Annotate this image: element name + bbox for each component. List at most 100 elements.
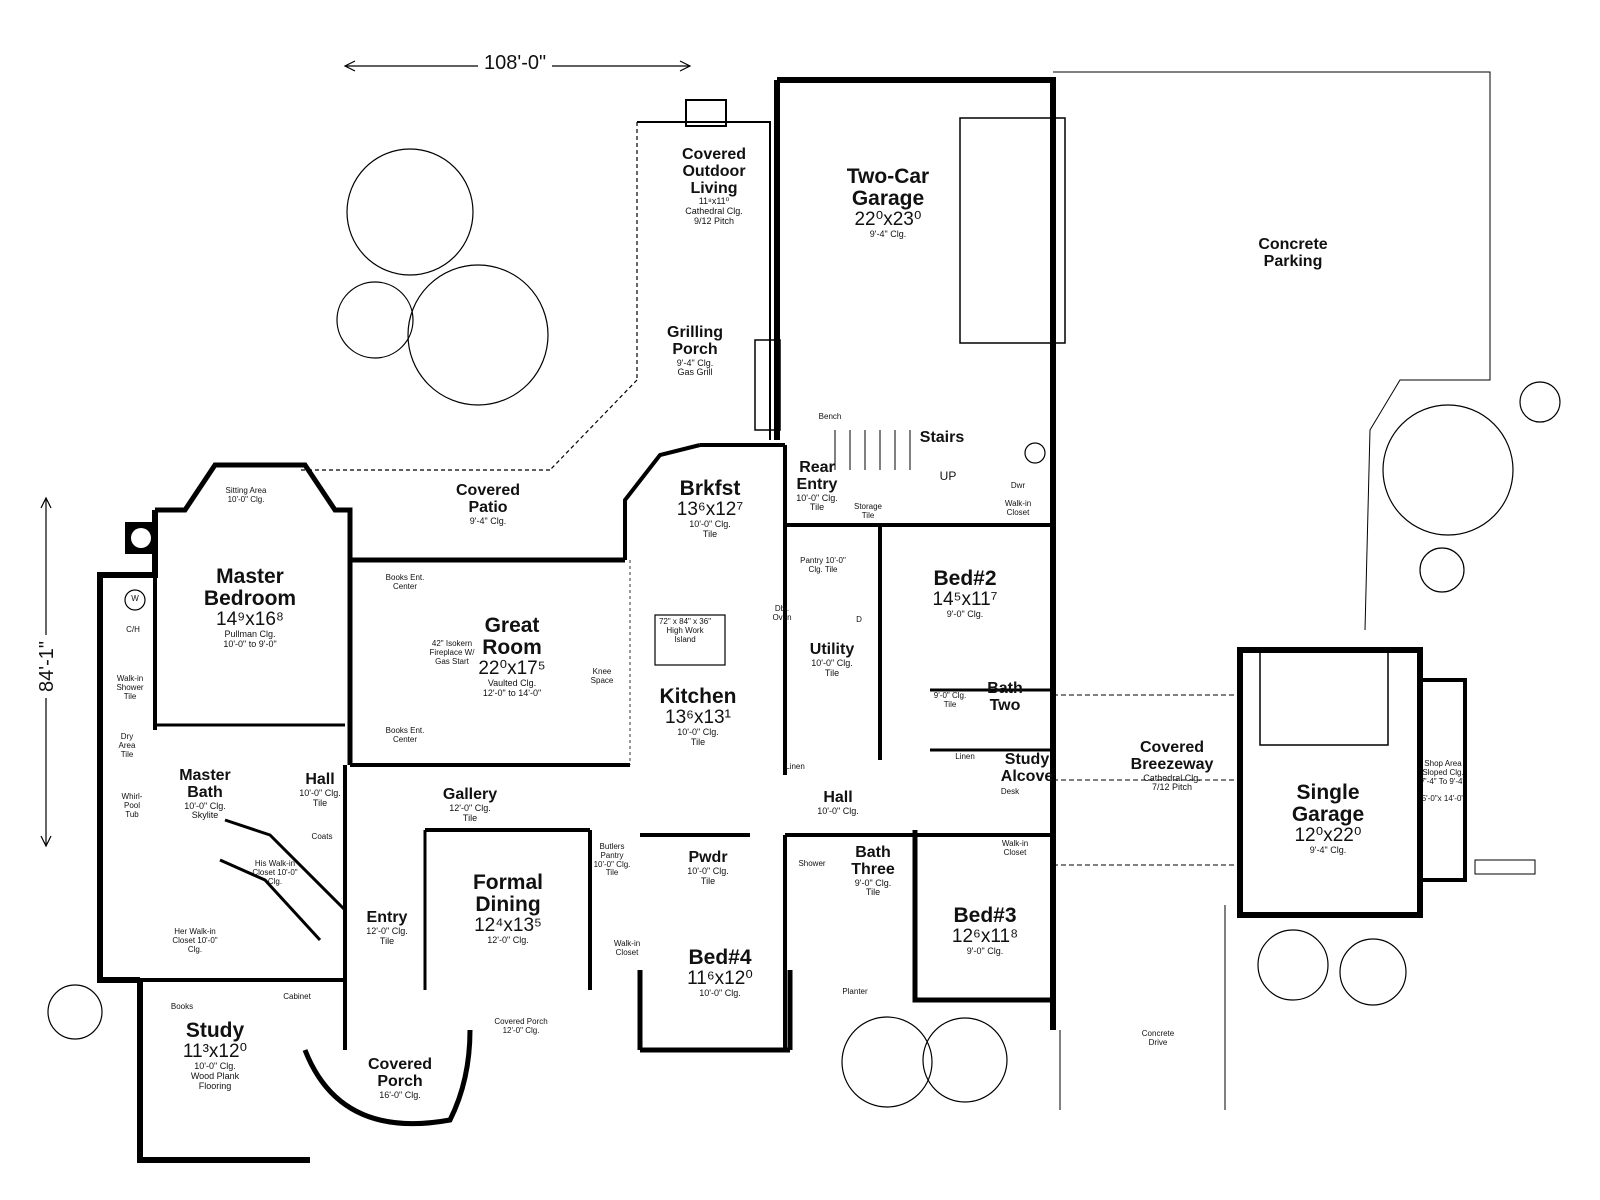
room-name: Hall xyxy=(305,771,335,788)
planter-note: Planter xyxy=(842,987,868,996)
bench-note: Bench xyxy=(818,412,842,421)
overall-depth-dimension: 84'-1" xyxy=(35,635,59,698)
area-pitch: 7/12 Pitch xyxy=(1151,782,1193,793)
room-size: 5'-0"x 14'-0" xyxy=(1421,794,1465,804)
room-dimensions: 14⁵x11⁷ xyxy=(932,589,998,611)
area-ceiling: 16'-0" Clg. xyxy=(379,1089,421,1100)
room-pwdr: Pwdr 10'-0" Clg. Tile xyxy=(687,849,728,887)
room-ceiling: 10'-0" Clg. xyxy=(699,987,741,998)
room-name: Study xyxy=(185,1019,245,1042)
room-shop-area: Shop Area Sloped Clg. 7'-4" To 9'-4" 5'-… xyxy=(1420,759,1466,804)
room-flooring: Tile xyxy=(379,935,395,946)
room-pitch: 9/12 Pitch xyxy=(693,216,735,227)
room-bed3: Bed#3 12⁶x11⁸ 9'-0" Clg. xyxy=(951,904,1019,957)
room-flooring: Tile xyxy=(943,699,957,709)
room-dimensions: 11⁶x12⁰ xyxy=(687,968,753,990)
room-flooring: Tile xyxy=(865,887,881,898)
room-ceiling: 10'-0" Clg. xyxy=(677,726,719,737)
room-covered-outdoor-living: Covered Outdoor Living 11⁸x11⁰ Cathedral… xyxy=(664,146,764,227)
area-ceiling: Cathedral Clg. xyxy=(1143,772,1201,783)
room-name: Formal Dining xyxy=(472,871,543,917)
room-flooring: Tile xyxy=(462,812,478,823)
area-name: Concrete Parking xyxy=(1258,236,1328,270)
room-name: Utility xyxy=(809,641,855,658)
room-utility: Utility 10'-0" Clg. Tile xyxy=(802,641,862,679)
room-name: Great Room xyxy=(482,614,542,660)
ch-label: C/H xyxy=(126,625,140,634)
room-name: Brkfst xyxy=(679,477,741,500)
room-name: Single Garage xyxy=(1291,781,1365,827)
room-ceiling: 9'-0" Clg. xyxy=(854,877,892,888)
room-name: Master Bath xyxy=(179,767,231,801)
dwr-label: Dwr xyxy=(1010,481,1026,490)
room-name: Pwdr xyxy=(688,849,728,866)
linen-kitchen-note: Linen xyxy=(785,762,805,771)
room-dimensions: 22⁰x17⁵ xyxy=(478,658,546,680)
room-flooring: Wood Plank xyxy=(190,1070,240,1081)
room-ceiling: 9'-4" Clg. xyxy=(869,229,907,240)
walkin-closet-dining-note: Walk-in Closet xyxy=(613,939,641,957)
room-flooring: Tile xyxy=(700,875,716,886)
room-name: Entry xyxy=(366,909,408,926)
room-ceiling: 10'-0" Clg. xyxy=(811,657,853,668)
washer-label: W xyxy=(131,594,139,603)
walkin-closet-bed3-note: Walk-in Closet xyxy=(1001,839,1029,857)
room-ceiling: 9'-4" Clg. xyxy=(676,357,714,368)
room-name: Bed#2 xyxy=(933,567,997,590)
room-single-garage: Single Garage 12⁰x22⁰ 9'-4" Clg. xyxy=(1273,781,1383,856)
room-bath-three: Bath Three 9'-0" Clg. Tile xyxy=(848,844,898,898)
room-flooring: Tile xyxy=(809,502,825,513)
room-kitchen: Kitchen 13⁶x13¹ 10'-0" Clg. Tile xyxy=(659,685,737,748)
area-name: Covered Porch xyxy=(494,1017,548,1026)
walkin-shower-note: Walk-in Shower Tile xyxy=(116,674,144,701)
her-walkin-note: Her Walk-in Closet 10'-0" Clg. xyxy=(172,927,218,954)
area-name: Covered Breezeway xyxy=(1130,739,1214,773)
room-ceiling: 9'-4" Clg. xyxy=(1309,845,1347,856)
room-ceiling: 10'-0" Clg. xyxy=(299,787,341,798)
room-name: Bath Three xyxy=(851,844,895,878)
butlers-pantry-note: Butlers Pantry 10'-0" Clg. Tile xyxy=(593,842,631,878)
room-brkfst: Brkfst 13⁶x12⁷ 10'-0" Clg. Tile xyxy=(677,477,743,540)
area-covered-breezeway: Covered Breezeway Cathedral Clg. 7/12 Pi… xyxy=(1117,739,1227,793)
room-bed2: Bed#2 14⁵x11⁷ 9'-0" Clg. xyxy=(932,567,998,620)
overall-width-dimension: 108'-0" xyxy=(478,52,553,75)
room-name: Hall xyxy=(823,789,853,806)
room-ceiling: Pullman Clg. xyxy=(224,629,276,640)
area-name: Covered Patio xyxy=(455,482,521,516)
area-concrete-parking: Concrete Parking xyxy=(1248,236,1338,271)
room-name: Bed#4 xyxy=(688,946,752,969)
bath-two-notes: 9'-0" Clg. Tile xyxy=(934,691,966,710)
stairs-up-label: UP xyxy=(939,469,957,483)
room-name: Grilling Porch xyxy=(667,324,723,358)
room-name: Rear Entry xyxy=(796,459,838,493)
room-ceiling: 12'-0" Clg. xyxy=(366,925,408,936)
pantry-note: Pantry 10'-0" Clg. Tile xyxy=(800,556,846,574)
sitting-area-label: Sitting Area 10'-0" Clg. xyxy=(226,486,267,505)
storage-note: Storage Tile xyxy=(853,502,883,520)
sitting-area-ceiling: 10'-0" Clg. xyxy=(227,494,265,504)
room-ceiling: Cathedral Clg. xyxy=(685,206,743,217)
room-ceiling-range: 7'-4" To 9'-4" xyxy=(1420,776,1466,786)
room-bed4: Bed#4 11⁶x12⁰ 10'-0" Clg. xyxy=(687,946,753,999)
room-name: Bath Two xyxy=(987,680,1023,714)
room-dimensions: 12⁴x13⁵ xyxy=(474,915,542,937)
books-ent-center-top: Books Ent. Center xyxy=(385,573,425,591)
room-ceiling: 10'-0" Clg. xyxy=(796,492,838,503)
shower-note: Shower xyxy=(798,859,826,868)
room-dimensions: 11³x12⁰ xyxy=(182,1041,248,1063)
room-rear-entry: Rear Entry 10'-0" Clg. Tile xyxy=(791,459,843,513)
island-note: 72" x 84" x 36" High Work Island xyxy=(658,617,712,644)
room-name: Gallery xyxy=(442,786,498,803)
area-ceiling: 12'-0" Clg. xyxy=(502,1025,540,1035)
room-dimensions: 12⁶x11⁸ xyxy=(951,926,1019,948)
room-entry: Entry 12'-0" Clg. Tile xyxy=(366,909,408,947)
room-name: Kitchen xyxy=(659,685,737,708)
area-covered-porch-small: Covered Porch 12'-0" Clg. xyxy=(494,1017,548,1036)
room-great-room: Great Room 22⁰x17⁵ Vaulted Clg. 12'-0" t… xyxy=(457,614,567,699)
room-hall-west: Hall 10'-0" Clg. Tile xyxy=(299,771,341,809)
room-name: Two-Car Garage xyxy=(846,165,930,211)
books-study-note: Books xyxy=(170,1002,194,1011)
dry-area-note: Dry Area Tile xyxy=(118,732,136,759)
room-master-bedroom: Master Bedroom 14⁹x16⁸ Pullman Clg. 10'-… xyxy=(185,565,315,650)
